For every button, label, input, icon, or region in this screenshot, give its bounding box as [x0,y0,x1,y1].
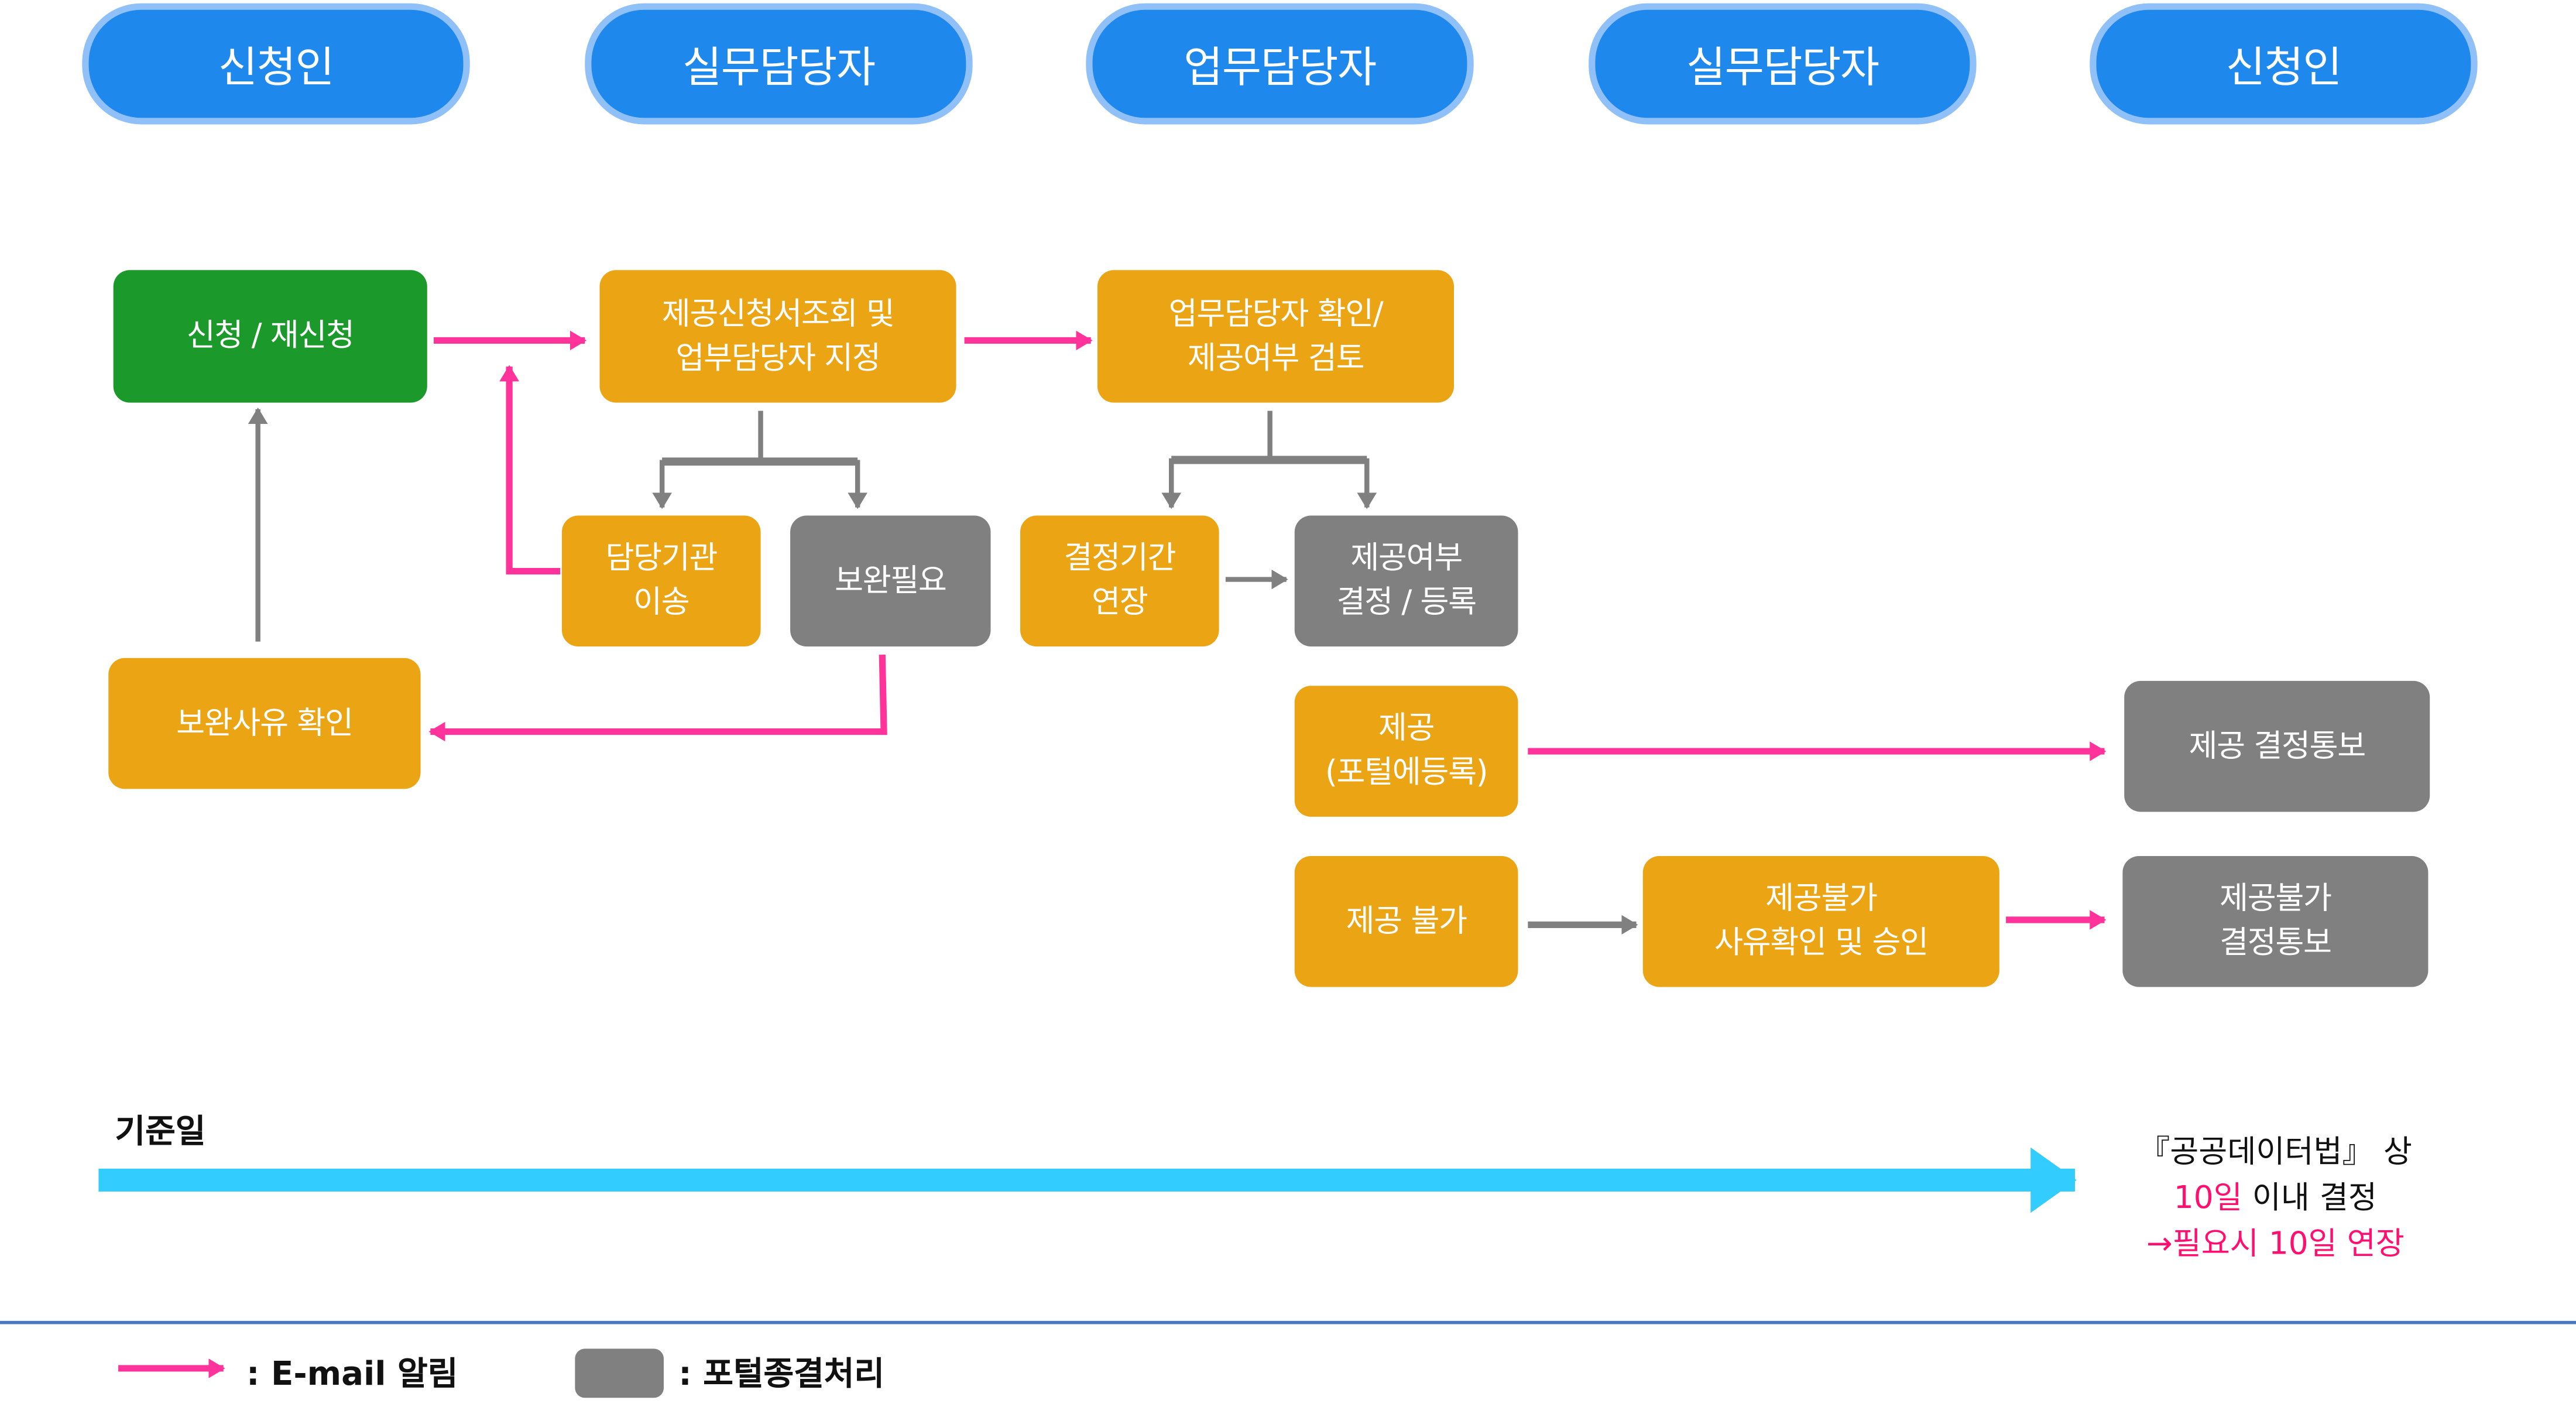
lane-practical-officer: 실무담당자 [585,3,973,125]
box-decide-register: 제공여부 결정 / 등록 [1294,515,1518,647]
deadline-note-line1: 『공공데이터법』 상 [2138,1134,2412,1170]
lane-business-officer: 업무담당자 [1086,3,1474,125]
box-supplement-confirm: 보완사유 확인 [108,658,421,789]
box-provide: 제공 (포털에등록) [1294,686,1518,817]
box-not-provide: 제공 불가 [1294,855,1518,987]
deadline-note: 『공공데이터법』 상 10일 이내 결정 →필요시 10일 연장 [2087,1129,2465,1267]
box-extend-period: 결정기간 연장 [1020,515,1219,647]
deadline-days-highlight: 10일 [2173,1180,2242,1216]
box-review: 업무담당자 확인/ 제공여부 검토 [1097,270,1455,403]
deadline-note-line3: →필요시 10일 연장 [2146,1226,2405,1262]
lane-practical-officer-2: 실무담당자 [1589,3,1977,125]
deadline-note-line2: 10일 이내 결정 [2087,1175,2465,1221]
legend-portal-label: : 포털종결처리 [678,1353,885,1393]
lane-applicant-2: 신청인 [2090,3,2478,125]
timeline-label: 기준일 [115,1111,206,1151]
arrow-transfer-to-lookup [499,365,561,575]
arrow-supplement-to-confirm [428,655,887,742]
box-lookup-assign: 제공신청서조회 및 업부담당자 지정 [599,270,956,403]
box-provide-notice: 제공 결정통보 [2124,680,2430,812]
box-not-provide-notice: 제공불가 결정통보 [2122,855,2428,987]
box-transfer: 담당기관 이송 [561,515,761,647]
box-apply: 신청 / 재신청 [113,270,427,403]
legend-email-label: : E-mail 알림 [246,1353,458,1393]
legend-portal-swatch [575,1348,664,1398]
box-not-provide-approve: 제공불가 사유확인 및 승인 [1642,855,1999,987]
box-supplement-needed: 보완필요 [790,515,991,647]
lane-applicant: 신청인 [82,3,470,125]
deadline-note-line2-rest: 이내 결정 [2242,1180,2377,1216]
legend-divider [0,1320,2576,1324]
